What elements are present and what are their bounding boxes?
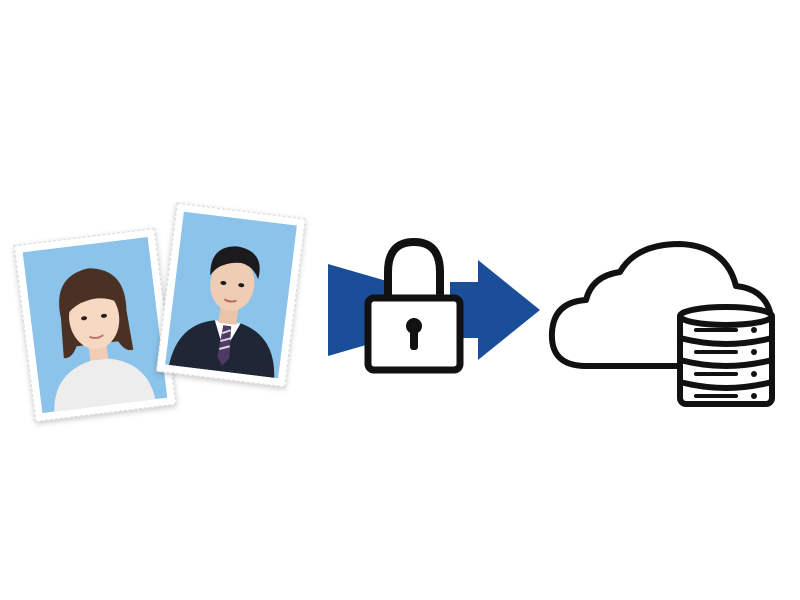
- secure-transfer-arrow: [328, 237, 540, 374]
- lock-icon: [364, 237, 464, 374]
- database-icon: [677, 304, 775, 407]
- id-photo-man: [156, 202, 306, 388]
- man-portrait: [165, 211, 297, 379]
- id-photo-woman: [13, 228, 177, 422]
- woman-portrait: [22, 236, 168, 414]
- cloud-storage: [548, 241, 775, 407]
